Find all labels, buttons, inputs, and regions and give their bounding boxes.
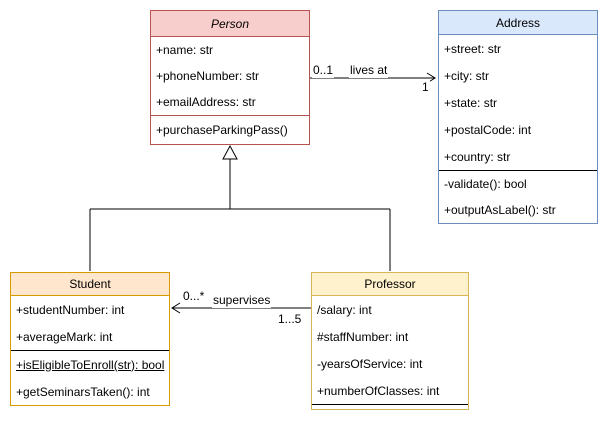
class-address-header: Address <box>439 11 597 35</box>
attribute-row: /salary: int <box>317 302 372 317</box>
attribute-row: +emailAddress: str <box>156 95 256 109</box>
attribute-row: +numberOfClasses: int <box>317 383 440 398</box>
class-professor[interactable]: Professor /salary: int #staffNumber: int… <box>311 272 469 410</box>
class-person-methods: +purchaseParkingPass() <box>151 115 309 144</box>
attribute-row: +phoneNumber: str <box>156 69 260 83</box>
generalization-edge <box>89 144 391 271</box>
attribute-row: +city: str <box>444 68 490 83</box>
class-student-header: Student <box>11 273 169 296</box>
open-arrow-icon <box>171 302 181 314</box>
attribute-row: +studentNumber: int <box>16 302 125 317</box>
class-student-title: Student <box>69 277 111 291</box>
attribute-row: +name: str <box>156 43 214 57</box>
method-row: +purchaseParkingPass() <box>156 123 288 137</box>
attribute-row: -yearsOfService: int <box>317 356 423 371</box>
class-student[interactable]: Student +studentNumber: int +averageMark… <box>10 272 170 406</box>
association-label-supervises: supervises <box>212 293 272 308</box>
class-student-methods: +isEligibleToEnroll(str): bool +getSemin… <box>11 350 169 405</box>
multiplicity-address-end: 1 <box>421 80 430 95</box>
attribute-row: +state: str <box>444 95 498 110</box>
attribute-row: +postalCode: int <box>444 122 532 137</box>
class-professor-title: Professor <box>364 277 416 291</box>
class-address-methods: -validate(): bool +outputAsLabel(): str <box>439 170 597 223</box>
class-address[interactable]: Address +street: str +city: str +state: … <box>438 10 598 224</box>
class-professor-attributes: /salary: int #staffNumber: int -yearsOfS… <box>312 296 468 404</box>
attribute-row: #staffNumber: int <box>317 329 409 344</box>
class-professor-header: Professor <box>312 273 468 296</box>
class-person-attributes: +name: str +phoneNumber: str +emailAddre… <box>151 37 309 115</box>
attribute-row: +street: str <box>444 41 502 56</box>
association-supervises <box>171 302 311 314</box>
attribute-row: +country: str <box>444 149 511 164</box>
multiplicity-person-end: 0..1 <box>312 63 335 78</box>
method-row: -validate(): bool <box>444 177 527 191</box>
multiplicity-student-end: 0...* <box>182 289 206 304</box>
class-student-attributes: +studentNumber: int +averageMark: int <box>11 296 169 350</box>
class-person[interactable]: Person +name: str +phoneNumber: str +ema… <box>150 10 310 145</box>
method-row-static: +isEligibleToEnroll(str): bool <box>16 357 165 372</box>
method-row: +getSeminarsTaken(): int <box>16 384 150 399</box>
class-professor-methods-empty <box>312 404 468 409</box>
multiplicity-professor-end: 1...5 <box>277 312 303 327</box>
hollow-triangle-icon <box>222 144 238 160</box>
class-person-header: Person <box>151 11 309 37</box>
class-person-title: Person <box>210 16 250 31</box>
association-label-lives-at: lives at <box>349 63 389 78</box>
method-row: +outputAsLabel(): str <box>444 203 556 217</box>
class-address-attributes: +street: str +city: str +state: str +pos… <box>439 35 597 170</box>
class-address-title: Address <box>495 15 541 30</box>
attribute-row: +averageMark: int <box>16 329 113 344</box>
